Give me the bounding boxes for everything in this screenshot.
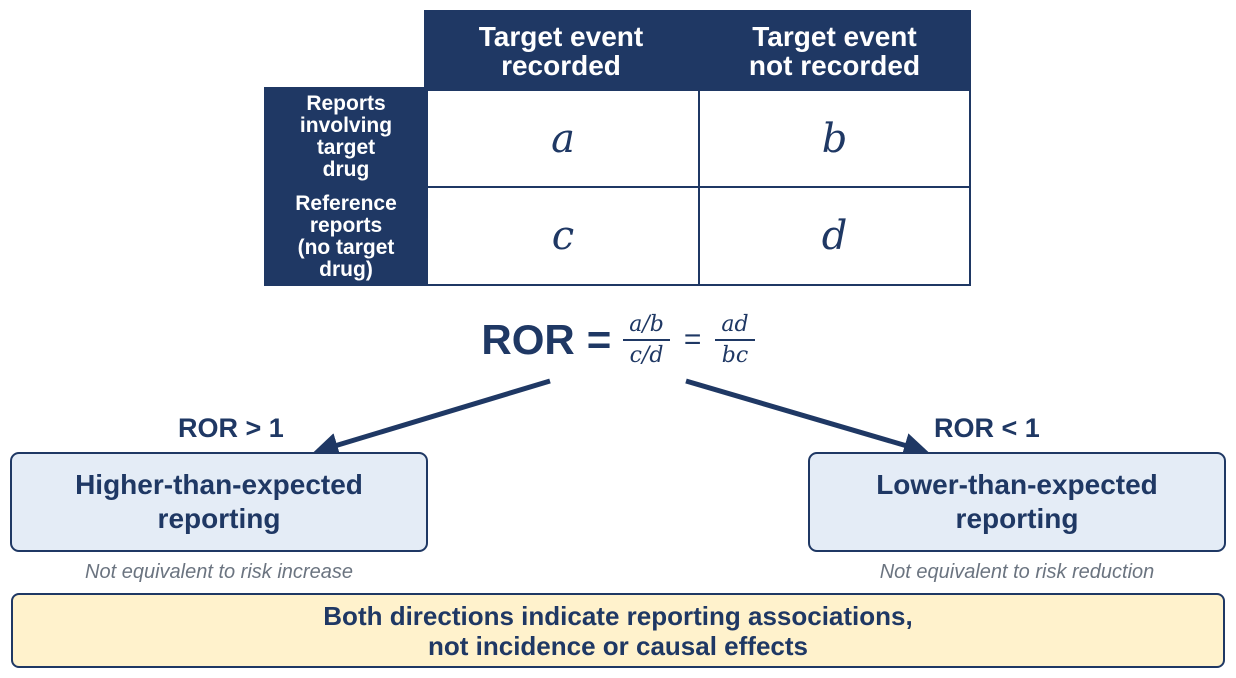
cell-a-value: a [551,115,575,162]
arrow-left [313,378,551,458]
summary-text: Both directions indicate reporting assoc… [323,600,913,661]
cell-d-value: d [821,213,848,259]
ror-formula: ROR = a/b c/d = ad bc [0,300,1236,380]
lower-than-expected-box: Lower-than-expected reporting [808,452,1226,552]
note-not-risk-reduction: Not equivalent to risk reduction [879,561,1155,583]
lower-than-expected-label: Lower-than-expected reporting [876,469,1158,534]
condition-ror-greater-than-1: ROR > 1 [178,413,284,443]
row-header-label: Reference reports (no target drug) [295,191,397,281]
fraction-numerator: a/b [623,312,670,341]
cell-b: b [698,89,971,188]
equals-sign: = [683,323,702,356]
fraction-denominator: bc [721,343,749,368]
column-header-event-recorded: Target event recorded [424,10,698,91]
fraction-cross-product: ad bc [715,312,755,368]
fraction-numerator: ad [715,312,755,341]
ror-label: ROR [481,316,575,363]
arrow-right [685,378,929,458]
fraction-denominator: c/d [629,343,664,368]
summary-box: Both directions indicate reporting assoc… [11,593,1225,668]
column-header-label: Target event recorded [478,20,644,81]
row-header-label: Reports involving target drug [299,92,393,181]
condition-ror-less-than-1: ROR < 1 [934,413,1040,443]
row-header-target-drug: Reports involving target drug [264,87,428,187]
column-header-event-not-recorded: Target event not recorded [698,10,971,91]
higher-than-expected-label: Higher-than-expected reporting [75,469,363,534]
cell-c-value: c [551,213,575,259]
equals-sign: = [586,316,612,363]
row-header-reference-reports: Reference reports (no target drug) [264,187,428,286]
cell-b-value: b [821,115,848,162]
note-not-risk-increase: Not equivalent to risk increase [85,561,353,583]
fraction-odds-ratio: a/b c/d [623,312,670,368]
higher-than-expected-box: Higher-than-expected reporting [10,452,428,552]
column-header-label: Target event not recorded [748,20,921,81]
cell-d: d [698,186,971,286]
cell-a: a [426,89,700,188]
